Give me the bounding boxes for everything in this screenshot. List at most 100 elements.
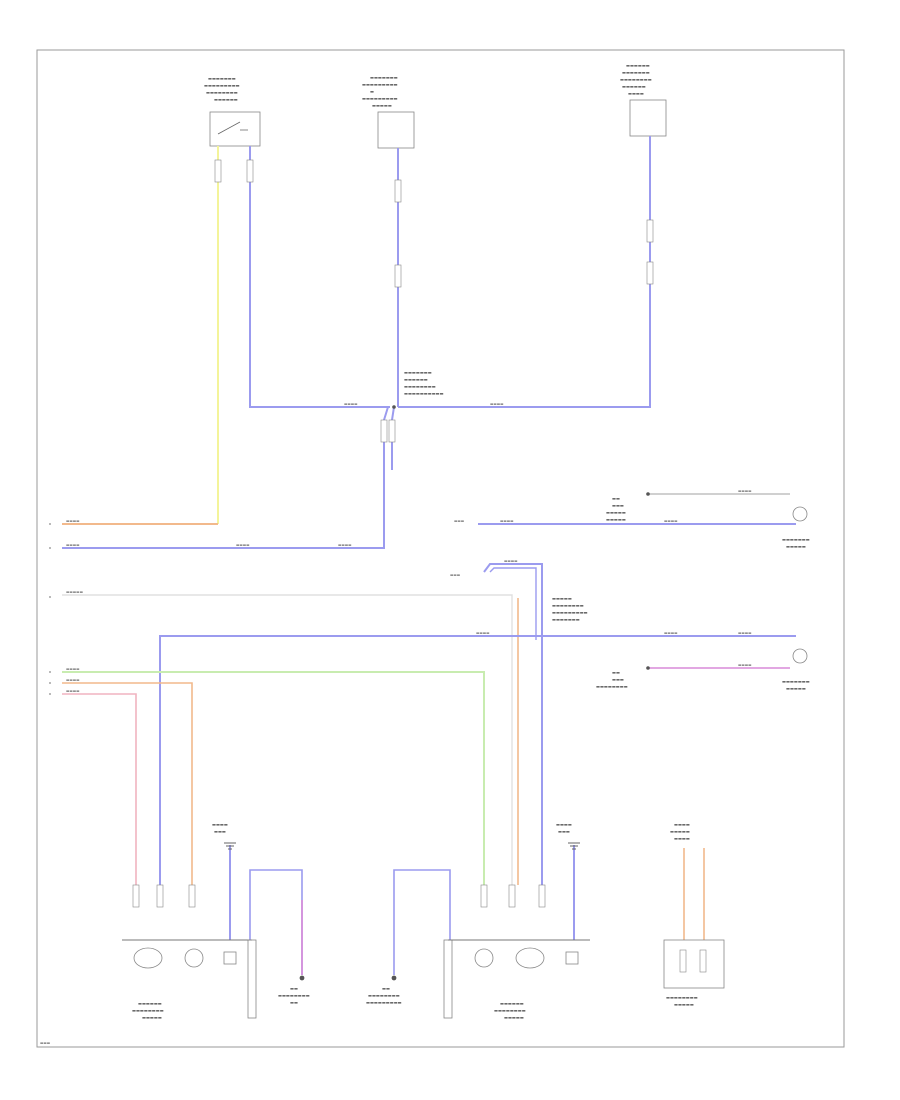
right-lower-label-block: ▬▬ ▬▬▬ ▬▬▬▬▬▬▬▬ <box>596 670 628 689</box>
svg-text:▬▬▬▬▬▬▬: ▬▬▬▬▬▬▬ <box>404 370 432 375</box>
speaker-icon <box>474 948 494 968</box>
svg-text:▬▬▬▬▬▬▬▬: ▬▬▬▬▬▬▬▬ <box>666 995 698 1000</box>
svg-text:▬▬▬▬: ▬▬▬▬ <box>212 822 228 827</box>
svg-text:▬▬▬▬: ▬▬▬▬ <box>236 543 250 547</box>
svg-text:▬▬▬▬: ▬▬▬▬ <box>66 543 80 547</box>
wire-violet-lower-main <box>159 635 796 885</box>
svg-text:▬▬▬▬: ▬▬▬▬ <box>338 543 352 547</box>
svg-text:▬▬▬▬: ▬▬▬▬ <box>664 519 678 523</box>
right-upper-label-block: ▬▬ ▬▬▬ ▬▬▬▬▬ ▬▬▬▬▬ <box>606 496 626 522</box>
svg-text:▬▬▬▬▬▬▬▬▬▬: ▬▬▬▬▬▬▬▬▬▬ <box>404 391 444 396</box>
svg-text:▬▬▬▬: ▬▬▬▬ <box>66 689 80 693</box>
svg-text:▬: ▬ <box>370 89 374 94</box>
svg-text:▬▬: ▬▬ <box>612 670 620 675</box>
splice-dot-right-upper <box>646 492 650 496</box>
svg-text:▬▬▬▬▬▬▬: ▬▬▬▬▬▬▬ <box>208 76 236 81</box>
svg-text:▬▬▬▬▬: ▬▬▬▬▬ <box>66 590 84 594</box>
svg-text:▬▬▬: ▬▬▬ <box>612 677 624 682</box>
wire-gray-long <box>62 594 513 885</box>
speaker-icon <box>792 506 808 522</box>
svg-text:▬▬▬▬▬▬▬▬: ▬▬▬▬▬▬▬▬ <box>404 384 436 389</box>
wire-violet-loop <box>483 563 543 885</box>
svg-text:▬▬▬▬▬: ▬▬▬▬▬ <box>372 103 392 108</box>
svg-text:▬▬▬▬▬: ▬▬▬▬▬ <box>552 596 572 601</box>
svg-text:▬▬▬▬▬▬▬▬: ▬▬▬▬▬▬▬▬ <box>552 603 584 608</box>
right-upper-speaker: ▬▬▬▬▬▬▬ ▬▬▬▬▬ <box>782 506 810 549</box>
svg-text:▬▬▬▬: ▬▬▬▬ <box>500 519 514 523</box>
speaker-icon <box>184 948 204 968</box>
svg-text:▬▬▬▬▬▬▬▬: ▬▬▬▬▬▬▬▬ <box>368 993 400 998</box>
svg-text:▬▬▬▬▬: ▬▬▬▬▬ <box>606 517 626 522</box>
switch-icon <box>217 121 248 135</box>
svg-text:▬▬▬▬▬▬▬▬▬: ▬▬▬▬▬▬▬▬▬ <box>552 610 588 615</box>
svg-text:▬▬: ▬▬ <box>290 1000 298 1005</box>
svg-text:▬▬▬: ▬▬▬ <box>450 573 461 577</box>
svg-text:▬▬▬▬: ▬▬▬▬ <box>628 91 644 96</box>
svg-text:▬▬▬▬▬▬▬▬: ▬▬▬▬▬▬▬▬ <box>206 90 238 95</box>
wire-orange-lower <box>62 682 193 885</box>
bottom-left-module: ▬▬▬▬▬▬ ▬▬▬▬▬▬▬▬ ▬▬▬▬▬ <box>122 939 257 1020</box>
splice-label-block-center: ▬▬▬▬▬▬▬ ▬▬▬▬▬▬ ▬▬▬▬▬▬▬▬ ▬▬▬▬▬▬▬▬▬▬ <box>404 370 444 396</box>
svg-text:▬▬▬▬▬▬: ▬▬▬▬▬▬ <box>214 97 238 102</box>
svg-text:▬▬▬▬▬: ▬▬▬▬▬ <box>674 1002 694 1007</box>
top-right-module: ▬▬▬▬▬▬ ▬▬▬▬▬▬▬ ▬▬▬▬▬▬▬▬ ▬▬▬▬▬▬ ▬▬▬▬ <box>620 63 667 137</box>
svg-text:▬▬▬▬▬▬: ▬▬▬▬▬▬ <box>138 1001 162 1006</box>
splice-dot-center <box>392 405 396 409</box>
svg-text:▬▬▬▬▬: ▬▬▬▬▬ <box>670 829 690 834</box>
instrument-module: ▬▬▬▬▬▬▬▬ ▬▬▬▬▬ ▬▬▬▬ ▬▬▬▬▬ ▬▬▬▬ <box>663 822 725 1007</box>
speaker-icon <box>792 648 808 664</box>
svg-text:▬▬▬▬▬▬▬▬▬: ▬▬▬▬▬▬▬▬▬ <box>366 1000 402 1005</box>
left-ground-icon: ▬▬▬▬ ▬▬▬ <box>212 822 236 850</box>
center-left-connector: ▬▬ ▬▬▬▬▬▬▬▬ ▬▬ <box>278 975 310 1005</box>
right-ground-icon: ▬▬▬▬ ▬▬▬ <box>556 822 580 850</box>
connector-ticks <box>132 159 654 908</box>
wire-violet-center-right-loop <box>393 869 451 975</box>
svg-text:▬▬▬▬▬: ▬▬▬▬▬ <box>504 1015 524 1020</box>
svg-text:▬▬▬▬▬▬▬▬: ▬▬▬▬▬▬▬▬ <box>620 77 652 82</box>
wire-pink <box>62 693 137 885</box>
svg-text:▬▬▬▬▬▬▬▬: ▬▬▬▬▬▬▬▬ <box>132 1008 164 1013</box>
wire-violet-center-left-loop <box>249 869 303 975</box>
svg-text:▬▬▬▬▬: ▬▬▬▬▬ <box>606 510 626 515</box>
svg-text:▬▬▬▬: ▬▬▬▬ <box>664 631 678 635</box>
svg-text:▬▬▬▬: ▬▬▬▬ <box>66 678 80 682</box>
center-right-connector: ▬▬ ▬▬▬▬▬▬▬▬ ▬▬▬▬▬▬▬▬▬ <box>366 975 402 1005</box>
svg-text:▬▬▬▬▬▬▬: ▬▬▬▬▬▬▬ <box>370 75 398 80</box>
lamp-icon <box>515 947 545 969</box>
svg-text:▬▬▬▬: ▬▬▬▬ <box>476 631 490 635</box>
wire-violet-loop-inner <box>489 567 537 640</box>
bottom-right-module: ▬▬▬▬▬▬ ▬▬▬▬▬▬▬▬ ▬▬▬▬▬ <box>443 939 590 1020</box>
svg-text:▬▬▬▬▬▬▬: ▬▬▬▬▬▬▬ <box>782 679 810 684</box>
svg-text:▬▬▬▬▬▬▬▬▬: ▬▬▬▬▬▬▬▬▬ <box>362 82 398 87</box>
svg-text:▬▬▬▬: ▬▬▬▬ <box>344 402 358 406</box>
svg-text:▬▬▬▬▬▬▬: ▬▬▬▬▬▬▬ <box>782 537 810 542</box>
svg-text:▬▬▬▬▬▬▬▬▬: ▬▬▬▬▬▬▬▬▬ <box>204 83 240 88</box>
svg-text:▬▬▬▬▬▬▬: ▬▬▬▬▬▬▬ <box>622 70 650 75</box>
svg-text:▬▬▬▬▬▬▬▬: ▬▬▬▬▬▬▬▬ <box>278 993 310 998</box>
svg-text:▬▬▬: ▬▬▬ <box>558 829 570 834</box>
svg-text:▬▬▬▬▬▬▬: ▬▬▬▬▬▬▬ <box>552 617 580 622</box>
splice-label-block-right: ▬▬▬▬▬ ▬▬▬▬▬▬▬▬ ▬▬▬▬▬▬▬▬▬ ▬▬▬▬▬▬▬ <box>552 596 588 622</box>
wire-green <box>62 671 485 885</box>
svg-text:▬▬▬▬▬▬: ▬▬▬▬▬▬ <box>622 84 646 89</box>
svg-text:▬▬▬▬▬▬▬▬: ▬▬▬▬▬▬▬▬ <box>494 1008 526 1013</box>
svg-text:▬▬▬: ▬▬▬ <box>454 519 465 523</box>
wire-label-marks: ▬▬▬▬ ▬▬▬▬ ▬▬▬▬▬ ▬▬▬▬ ▬▬▬▬ ▬▬▬▬ ▬▬▬▬ ▬▬▬▬… <box>66 402 752 693</box>
svg-text:▬▬▬▬▬▬▬▬▬: ▬▬▬▬▬▬▬▬▬ <box>362 96 398 101</box>
splice-dot-right-lower <box>646 666 650 670</box>
left-edge-terminals <box>49 523 51 695</box>
svg-text:▬▬▬▬▬: ▬▬▬▬▬ <box>786 686 806 691</box>
right-lower-speaker: ▬▬▬▬▬▬▬ ▬▬▬▬▬ <box>782 648 810 691</box>
top-left-switch-component: ▬▬▬▬▬▬▬ ▬▬▬▬▬▬▬▬▬ ▬▬▬▬▬▬▬▬ ▬▬▬▬▬▬ <box>204 76 261 147</box>
wire-violet-splice-to-left <box>62 406 389 549</box>
svg-text:▬▬▬▬: ▬▬▬▬ <box>490 402 504 406</box>
svg-text:▬▬▬▬▬▬: ▬▬▬▬▬▬ <box>404 377 428 382</box>
svg-text:▬▬▬▬: ▬▬▬▬ <box>556 822 572 827</box>
diagram-frame <box>36 49 845 1048</box>
lamp-icon <box>133 947 163 969</box>
svg-text:▬▬▬▬: ▬▬▬▬ <box>66 667 80 671</box>
svg-text:▬▬▬▬: ▬▬▬▬ <box>738 663 752 667</box>
svg-text:▬▬▬▬: ▬▬▬▬ <box>66 519 80 523</box>
svg-text:▬▬▬▬: ▬▬▬▬ <box>738 489 752 493</box>
